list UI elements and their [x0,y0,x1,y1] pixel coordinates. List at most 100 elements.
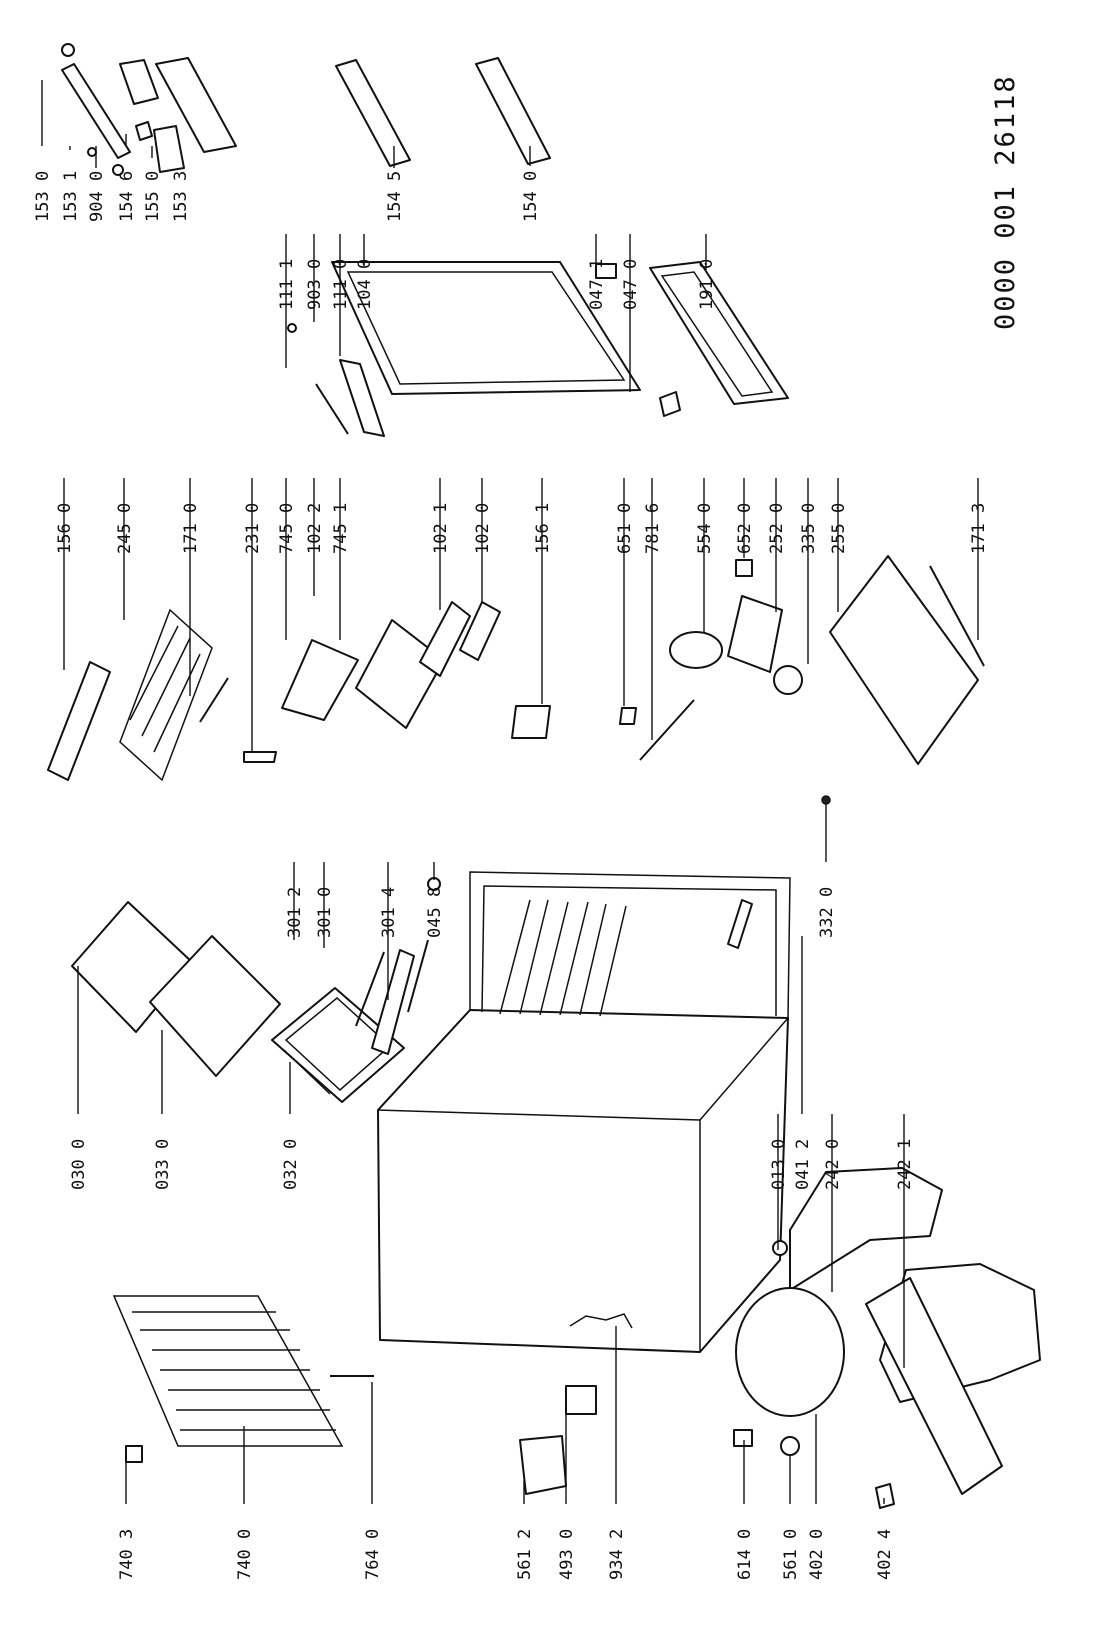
part-number-label: 102 0 [473,503,493,554]
part-callout: 301 2 [285,862,305,940]
part-callout: 301 4 [379,862,399,1000]
part-callout: 032 0 [281,1062,301,1190]
foot-013-0 [772,1240,788,1256]
part-number-label: 033 0 [153,1139,173,1190]
part-callout: 561 2 [515,1480,535,1580]
part-number-label: 402 0 [807,1529,827,1580]
pin-153-1 [87,147,97,157]
part-number-label: 154 0 [521,171,541,222]
part-number-label: 781 6 [643,503,663,554]
part-number-label: 191 0 [697,259,717,310]
part-callout: 904 0 [87,146,107,222]
worktop [271,987,405,1103]
part-number-label: 156 0 [55,503,75,554]
part-callout: 745 1 [331,478,351,640]
part-callout: 764 0 [363,1382,383,1580]
part-callout: 934 2 [607,1326,627,1580]
box-156-1 [511,705,551,739]
part-callout: 045 8 [425,862,445,938]
part-callout: 191 0 [697,234,717,310]
part-number-label: 242 1 [895,1139,915,1190]
bulb-651-0 [619,707,637,725]
part-number-label: 104 0 [355,259,375,310]
evaporator-745-0 [281,639,359,721]
rail-153-0 [61,63,131,159]
part-callout: 651 0 [615,478,635,706]
part-callout: 171 0 [181,478,201,696]
part-callout: 102 2 [305,478,325,596]
door-shelf-154-5 [335,59,411,167]
part-number-label: 155 0 [143,171,163,222]
wire-934-2 [569,1313,633,1329]
door-gasket [649,261,789,405]
part-number-label: 245 0 [115,503,135,554]
lamp-holder-652-0 [735,559,753,577]
relay-561-2 [519,1435,567,1495]
hinge-047-0 [659,391,681,417]
part-number-label: 242 0 [823,1139,843,1190]
part-number-label: 554 0 [695,503,715,554]
glass-shelf [829,555,979,765]
part-number-label: 154 6 [117,171,137,222]
part-callout: 740 0 [235,1426,255,1580]
cap-153-0 [61,43,75,57]
part-number-label: 402 4 [875,1529,895,1580]
part-number-label: 493 0 [557,1529,577,1580]
part-callout: 402 4 [875,1498,895,1580]
overload-561-0 [780,1436,800,1456]
part-callout: 493 0 [557,1400,577,1580]
part-number-label: 301 2 [285,887,305,938]
part-callout: 153 3 [171,171,191,222]
part-callout: 033 0 [153,1030,173,1190]
part-number-label: 032 0 [281,1139,301,1190]
part-callout: 154 0 [521,146,541,222]
part-number-label: 231 0 [243,503,263,554]
part-number-label: 764 0 [363,1529,383,1580]
part-callout: 030 0 [69,966,89,1190]
part-callout: 740 3 [117,1456,137,1580]
part-number-label: 111 0 [331,259,351,310]
part-callout: 171 3 [969,478,989,640]
part-callout: 554 0 [695,478,715,632]
part-callout: 402 0 [807,1414,827,1580]
strip-301-0 [371,949,415,1055]
part-callout: 102 1 [431,478,451,610]
strip-301-2 [355,951,385,1027]
part-callout: 154 6 [117,134,137,222]
part-number-label: 154 5 [385,171,405,222]
wire-shelf [119,608,213,782]
part-number-label: 047 0 [621,259,641,310]
part-callout: 903 0 [305,234,325,322]
part-number-label: 030 0 [69,1139,89,1190]
part-callout: 111 0 [331,234,351,356]
part-number-label: 156 1 [533,503,553,554]
part-callout: 652 0 [735,478,755,558]
part-callout: 255 0 [829,478,849,612]
part-number-label: 301 0 [315,887,335,938]
part-callout: 614 0 [735,1440,755,1580]
part-number-label: 903 0 [305,259,325,310]
cover-111-1 [315,383,349,435]
door-shelf-154-0 [475,57,551,165]
part-number-label: 614 0 [735,1529,755,1580]
screw-332-0 [821,795,831,805]
part-number-label: 740 3 [117,1529,137,1580]
part-callout: 745 0 [277,478,297,640]
part-number-label: 102 2 [305,503,325,554]
part-number-label: 652 0 [735,503,755,554]
part-number-label: 255 0 [829,503,849,554]
part-callout: 231 0 [243,478,263,752]
insulation-plate [149,935,281,1077]
drip-tray-745-1 [355,619,445,729]
part-number-label: 047 1 [587,259,607,310]
part-number-label: 561 0 [781,1529,801,1580]
part-callout: 245 0 [115,478,135,620]
part-number-label: 171 3 [969,503,989,554]
egg-tray [47,661,111,781]
part-drawings [47,43,1041,1509]
part-number-label: 102 1 [431,503,451,554]
knob-335-0 [773,665,803,695]
part-callout: 781 6 [643,478,663,740]
